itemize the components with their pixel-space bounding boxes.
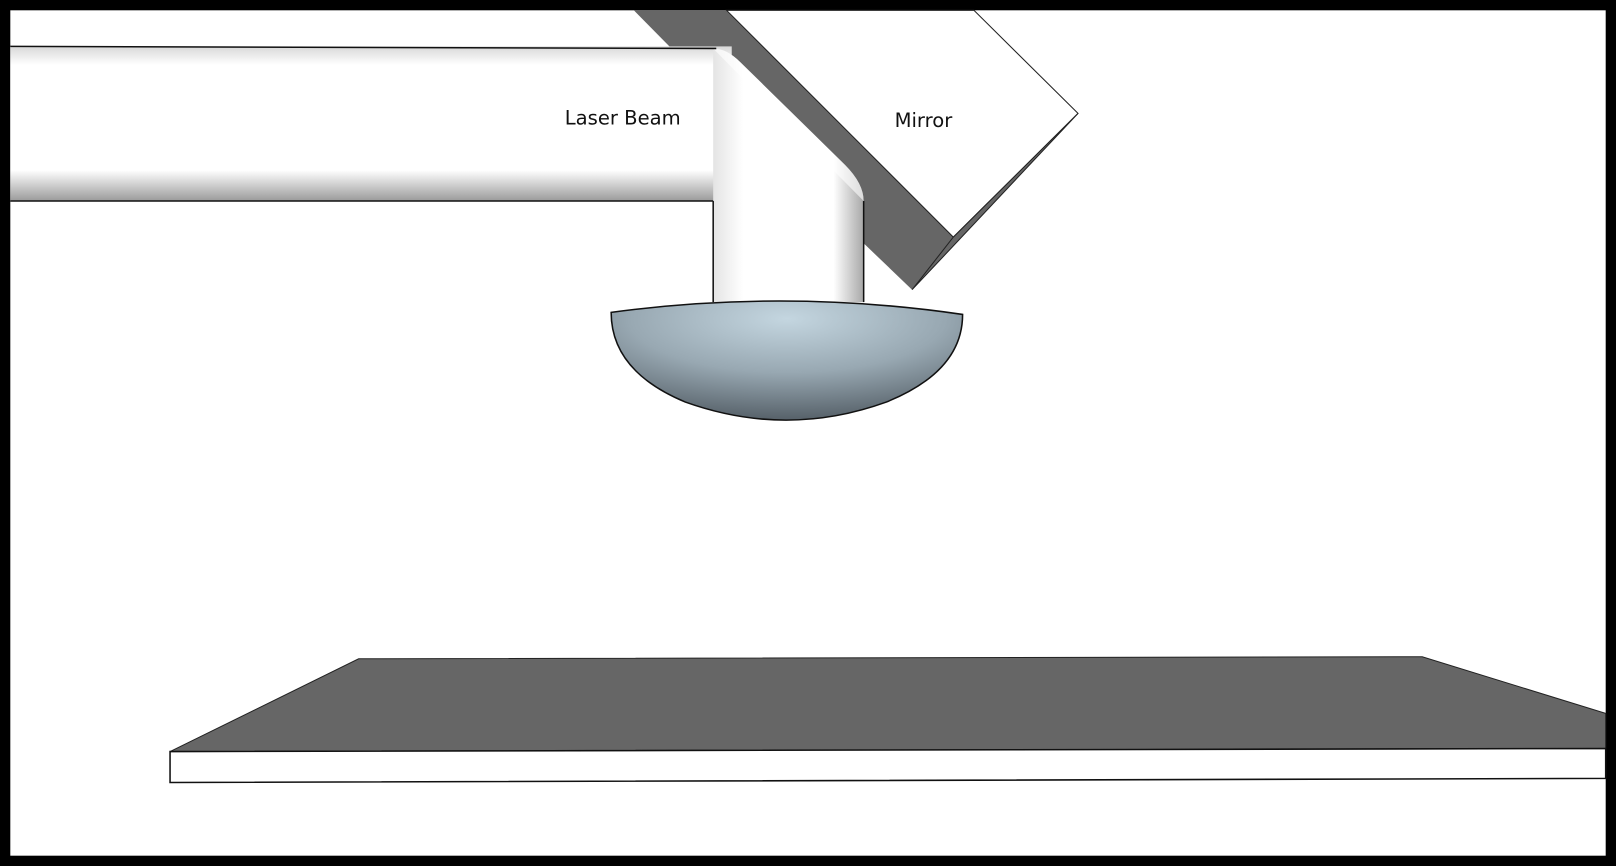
laser-beam [10, 45, 865, 303]
workpiece-plate [169, 656, 1607, 784]
plate-top [169, 656, 1607, 753]
beam-elbow [713, 48, 864, 303]
beam-horizontal [10, 46, 732, 202]
mirror-side [911, 113, 1079, 291]
mirror-label: Mirror [895, 109, 954, 132]
laser-beam-label: Laser Beam [565, 107, 681, 130]
plate-front [169, 747, 1607, 784]
focusing-lens [610, 300, 964, 421]
